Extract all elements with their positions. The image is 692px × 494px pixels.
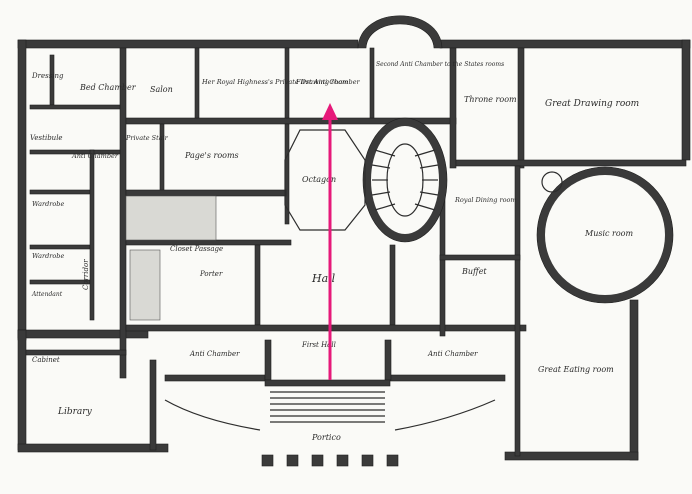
- room-label-wardrobe-2: Wardrobe: [32, 252, 64, 260]
- top-apse: [357, 15, 443, 49]
- room-label-cabinet: Cabinet: [32, 356, 60, 364]
- room-label-corridor: Corridor: [82, 259, 90, 290]
- room-label-princess-drawing-room: Her Royal Highness's Private Drawing roo…: [201, 78, 348, 86]
- portico-columns: [261, 454, 399, 467]
- room-label-throne-room: Throne room: [464, 95, 517, 104]
- room-label-dressing: Dressing: [31, 72, 64, 80]
- room-label-portico: Portico: [311, 433, 341, 442]
- room-label-pages-rooms: Page's rooms: [184, 151, 239, 160]
- room-label-first-hall: First Hall: [301, 341, 336, 349]
- room-label-salon: Salon: [150, 85, 173, 94]
- room-label-wardrobe-1: Wardrobe: [32, 200, 64, 208]
- room-labels: Dressing Bed Chamber Salon Her Royal Hig…: [30, 61, 639, 442]
- room-label-closet-passage: Closet Passage: [170, 245, 223, 253]
- room-label-library: Library: [57, 407, 93, 417]
- room-label-hall: Hall: [311, 272, 336, 285]
- octagon-room: [284, 129, 366, 231]
- room-label-great-drawing-room: Great Drawing room: [545, 99, 639, 109]
- room-label-great-eating-room: Great Eating room: [538, 365, 614, 374]
- room-label-first-anti-chamber: First Anti Chamber: [295, 78, 361, 86]
- room-label-anti-chamber-lower-left: Anti Chamber: [189, 350, 240, 358]
- room-label-anti-chamber-lower-right: Anti Chamber: [427, 350, 478, 358]
- stair-block: [129, 249, 161, 321]
- closet-passage-block: [125, 195, 217, 241]
- room-label-vestibule: Vestibule: [30, 134, 63, 142]
- room-label-buffet: Buffet: [461, 267, 487, 276]
- room-label-royal-dining-room: Royal Dining room: [454, 196, 517, 204]
- grand-staircase: [362, 117, 448, 243]
- portico: [164, 379, 496, 431]
- room-label-anti-chamber-left: Anti Chamber: [71, 152, 119, 160]
- room-label-second-anti-chamber: Second Anti Chamber to the States rooms: [376, 61, 504, 68]
- room-label-porter: Porter: [199, 270, 223, 278]
- room-label-bed-chamber: Bed Chamber: [79, 83, 137, 92]
- music-room-rotunda: [536, 166, 674, 304]
- room-label-attendant: Attendant: [31, 291, 63, 298]
- room-label-music-room: Music room: [584, 229, 633, 238]
- direction-arrow: [322, 103, 338, 380]
- room-label-octagon: Octagon: [302, 175, 336, 184]
- room-label-private-stair: Private Stair: [125, 134, 169, 142]
- interior-walls: [25, 47, 687, 457]
